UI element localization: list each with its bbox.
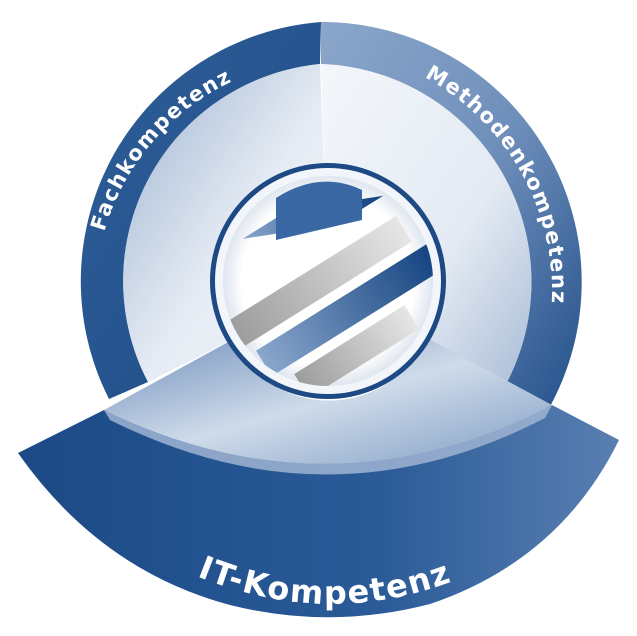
center-logo bbox=[210, 163, 446, 399]
segment-it-kompetenz bbox=[18, 338, 619, 618]
